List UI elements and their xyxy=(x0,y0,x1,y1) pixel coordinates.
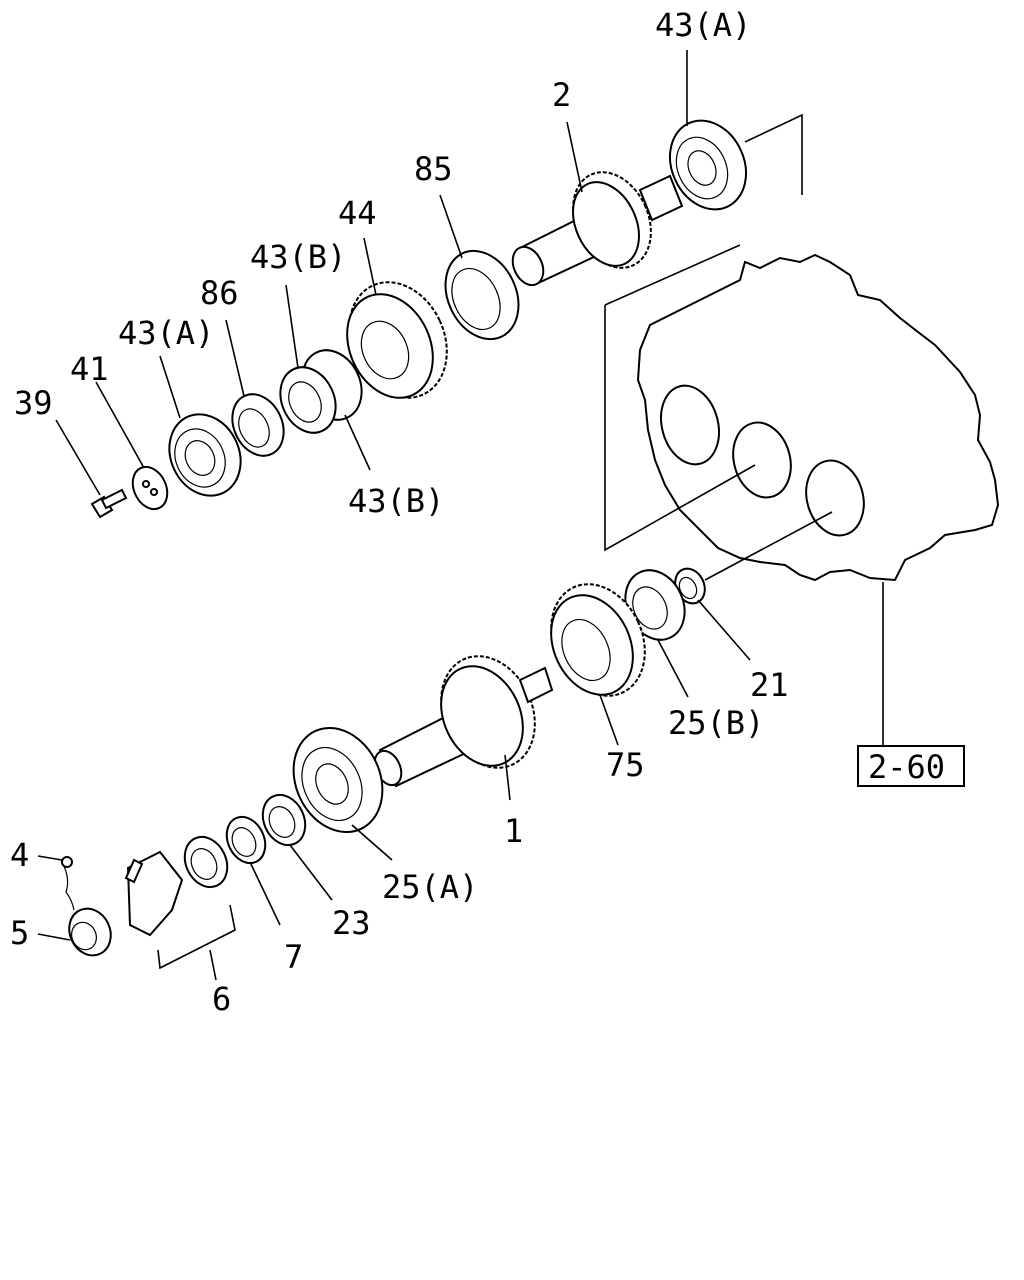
label-39: 39 xyxy=(14,384,53,422)
bolt-39 xyxy=(90,488,128,519)
yoke-assembly-6 xyxy=(124,835,229,937)
label-2: 2 xyxy=(552,76,571,114)
label-1: 1 xyxy=(504,812,523,850)
label-41: 41 xyxy=(70,350,109,388)
gear-75 xyxy=(550,583,646,697)
label-43b-bottom: 43(B) xyxy=(348,482,444,520)
label-4: 4 xyxy=(10,836,29,874)
label-23: 23 xyxy=(332,904,371,942)
upper-group-bracket xyxy=(604,113,803,552)
label-43a-left: 43(A) xyxy=(118,314,214,352)
gear-44 xyxy=(346,281,448,399)
countershaft-2 xyxy=(511,171,684,287)
reference-label: 2-60 xyxy=(868,748,945,786)
bearing-43a-left xyxy=(168,413,242,497)
label-85: 85 xyxy=(414,150,453,188)
label-21: 21 xyxy=(750,666,789,704)
label-25b: 25(B) xyxy=(668,704,764,742)
sleeve-85 xyxy=(444,249,520,341)
bearing-25a xyxy=(292,726,384,834)
label-7: 7 xyxy=(284,938,303,976)
label-43a-top: 43(A) xyxy=(655,6,751,44)
label-44: 44 xyxy=(338,194,377,232)
transmission-case xyxy=(636,253,1000,582)
label-25a: 25(A) xyxy=(382,868,478,906)
ring-86 xyxy=(231,393,285,457)
ring-7 xyxy=(225,815,267,865)
part-labels: 43(A) 2 85 44 43(B) 86 43(A) 41 39 43(B)… xyxy=(10,6,789,1018)
bearing-43a-top xyxy=(669,119,747,211)
label-5: 5 xyxy=(10,914,29,952)
needle-bearing-43b xyxy=(279,349,363,434)
leader-lines xyxy=(37,50,884,981)
nut-5 xyxy=(68,907,112,957)
washer-41 xyxy=(131,465,169,511)
mainshaft-1 xyxy=(373,655,554,788)
reference-box[interactable]: 2-60 xyxy=(857,745,965,787)
label-86: 86 xyxy=(200,274,239,312)
label-75: 75 xyxy=(606,746,645,784)
washer-23 xyxy=(261,793,307,847)
label-43b-top: 43(B) xyxy=(250,238,346,276)
label-6: 6 xyxy=(212,980,231,1018)
cotter-pin-4 xyxy=(61,856,75,911)
